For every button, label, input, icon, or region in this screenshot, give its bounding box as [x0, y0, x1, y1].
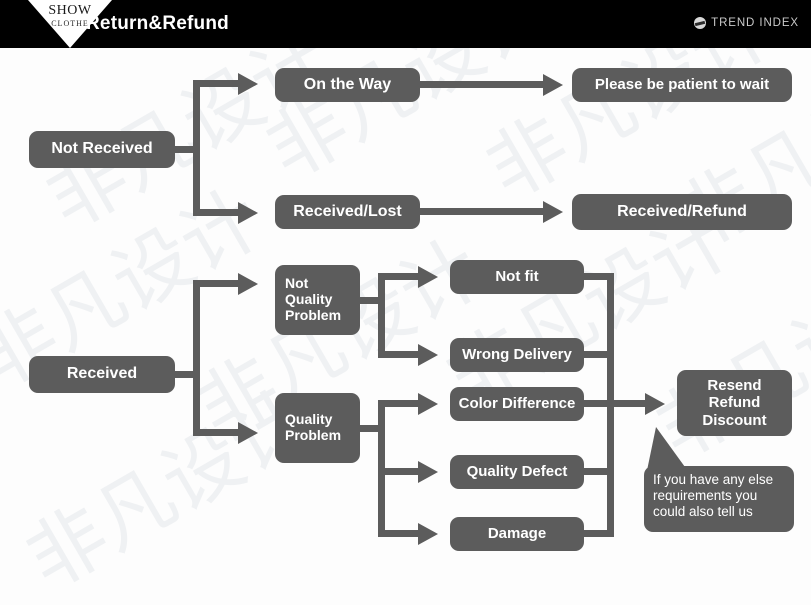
node-color-difference[interactable]: Color Difference [450, 387, 584, 421]
arrow-to-not-fit [418, 266, 438, 288]
node-line-1: Not [285, 275, 309, 292]
connector-to-quality [193, 429, 240, 436]
connector-branch-2 [193, 209, 240, 216]
node-quality-defect[interactable]: Quality Defect [450, 455, 584, 489]
page-title: Return&Refund [86, 13, 229, 34]
arrow-to-wait-result [543, 74, 563, 96]
node-quality-problem[interactable]: Quality Problem [275, 393, 360, 463]
logo-triangle-icon [28, 0, 112, 48]
connector-bus-to-outcome [607, 400, 647, 407]
show-clothe-logo: SHOW CLOTHE [28, 0, 112, 48]
node-on-the-way[interactable]: On the Way [275, 68, 420, 102]
arrow-to-quality-problem [238, 422, 258, 444]
note-line-1: If you have any else [653, 472, 774, 487]
trend-index-label: TREND INDEX [711, 17, 799, 29]
connector-q-to-color [378, 400, 420, 407]
connector-branch-1 [193, 80, 240, 87]
arrow-to-wrong-delivery [418, 344, 438, 366]
connector-nq-to-notfit [378, 273, 420, 280]
node-damage[interactable]: Damage [450, 517, 584, 551]
trend-index-brand: TREND INDEX [694, 17, 799, 29]
node-line-1: Quality [285, 411, 333, 428]
arrow-to-color-difference [418, 393, 438, 415]
connector-vertical-bus [193, 80, 200, 216]
node-not-fit[interactable]: Not fit [450, 260, 584, 294]
connector-merge-notfit [584, 273, 614, 280]
node-not-quality-problem[interactable]: Not Quality Problem [275, 265, 360, 335]
connector-nq-to-wrong [378, 351, 420, 358]
globe-icon [694, 17, 707, 29]
outcome-line-1: Resend [707, 377, 762, 395]
arrow-to-on-the-way [238, 73, 258, 95]
connector-received-bus [193, 280, 200, 436]
connector-received-lost-to-result [420, 208, 545, 215]
arrow-to-damage [418, 523, 438, 545]
node-line-3: Problem [285, 306, 342, 323]
node-received[interactable]: Received [29, 356, 175, 393]
node-not-received[interactable]: Not Received [29, 131, 175, 168]
connector-merge-color [584, 400, 614, 407]
connector-on-the-way-to-result [420, 81, 545, 88]
logo-show-text: SHOW [48, 3, 92, 18]
node-received-refund[interactable]: Received/Refund [572, 194, 792, 230]
connector-q-stem [360, 425, 385, 432]
connector-nq-stem [360, 297, 385, 304]
note-line-3: could also tell us [653, 504, 753, 520]
connector-q-to-damage [378, 530, 420, 537]
page-header: SHOW CLOTHE Return&Refund TREND INDEX [0, 0, 811, 48]
connector-merge-wrong [584, 351, 614, 358]
speech-bubble-note[interactable]: If you have any else requirements you co… [644, 466, 794, 532]
outcome-line-2: Refund [708, 394, 761, 412]
node-wrong-delivery[interactable]: Wrong Delivery [450, 338, 584, 372]
arrow-to-not-quality-problem [238, 273, 258, 295]
flow-chart: Not Received On the Way Please be patien… [0, 48, 811, 605]
outcome-line-3: Discount [702, 411, 767, 429]
connector-root-stem [175, 146, 200, 153]
node-please-wait[interactable]: Please be patient to wait [572, 68, 792, 102]
node-line-2: Quality [285, 291, 333, 308]
connector-merge-defect [584, 468, 614, 475]
arrow-to-received-lost [238, 202, 258, 224]
logo-clothe-text: CLOTHE [51, 19, 89, 28]
connector-to-not-quality [193, 280, 240, 287]
node-received-lost[interactable]: Received/Lost [275, 195, 420, 229]
connector-nq-bus [378, 273, 385, 358]
arrow-to-outcome [645, 393, 665, 415]
connector-q-to-defect [378, 468, 420, 475]
connector-received-stem [175, 371, 200, 378]
arrow-to-refund-result [543, 201, 563, 223]
connector-merge-damage [584, 530, 614, 537]
node-line-2: Problem [285, 427, 342, 443]
arrow-to-quality-defect [418, 461, 438, 483]
node-resend-refund-discount[interactable]: Resend Refund Discount [677, 370, 792, 436]
note-line-2: requirements you [653, 488, 758, 504]
